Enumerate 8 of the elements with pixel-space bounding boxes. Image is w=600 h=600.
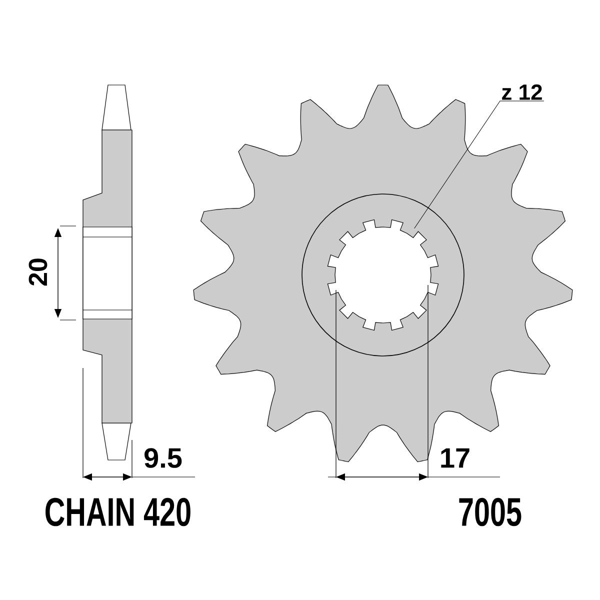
tooth-count-label: z 12 [502,84,542,100]
spline-hole [327,219,439,331]
chain-label: CHAIN 420 [46,498,190,526]
dimension-label: 9.5 [144,448,182,468]
part-number: 7005 [459,498,522,526]
dimension-label: 20 [28,258,48,286]
leader-line [414,100,544,229]
dimension-label: 17 [441,448,470,468]
